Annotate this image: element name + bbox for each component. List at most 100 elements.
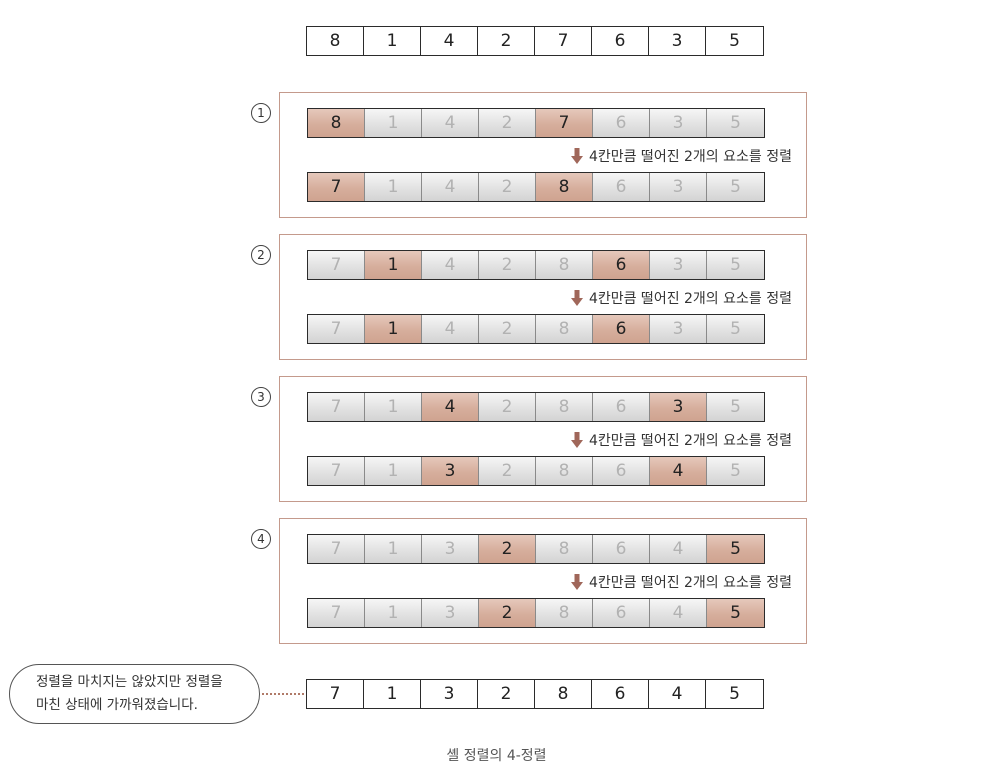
array-cell: 5 bbox=[707, 173, 764, 201]
array-cell: 7 bbox=[308, 457, 365, 485]
down-arrow-icon bbox=[570, 574, 583, 590]
array-cell: 8 bbox=[536, 315, 593, 343]
array-cell: 5 bbox=[706, 680, 763, 708]
array-cell: 7 bbox=[308, 315, 365, 343]
array-cell: 7 bbox=[536, 109, 593, 137]
step-label-1: 1 bbox=[251, 103, 271, 123]
array-cell: 2 bbox=[479, 457, 536, 485]
array-cell: 4 bbox=[422, 315, 479, 343]
array-cell: 1 bbox=[365, 251, 422, 279]
figure-caption: 셸 정렬의 4-정렬 bbox=[446, 748, 547, 764]
callout-connector bbox=[262, 693, 304, 695]
array-cell: 5 bbox=[707, 599, 764, 627]
down-arrow-icon bbox=[570, 432, 583, 448]
array-cell: 2 bbox=[479, 173, 536, 201]
initial-array: 8 1 4 2 7 6 3 5 bbox=[306, 26, 764, 56]
array-cell: 3 bbox=[421, 680, 478, 708]
callout-line-2: 마친 상태에 가까워졌습니다. bbox=[36, 697, 198, 713]
array-cell: 6 bbox=[593, 315, 650, 343]
array-cell: 8 bbox=[536, 251, 593, 279]
array-cell: 4 bbox=[422, 109, 479, 137]
before-array: 8 1 4 2 7 6 3 5 bbox=[307, 108, 765, 138]
array-cell: 3 bbox=[650, 315, 707, 343]
final-array: 7 1 3 2 8 6 4 5 bbox=[306, 679, 764, 709]
callout-line-1: 정렬을 마치지는 않았지만 정렬을 bbox=[36, 674, 223, 690]
before-array: 7 1 3 2 8 6 4 5 bbox=[307, 534, 765, 564]
array-cell: 4 bbox=[421, 27, 478, 55]
step-label-3: 3 bbox=[251, 387, 271, 407]
array-cell: 6 bbox=[593, 109, 650, 137]
callout-bubble: 정렬을 마치지는 않았지만 정렬을 마친 상태에 가까워졌습니다. bbox=[9, 664, 260, 724]
array-cell: 8 bbox=[536, 535, 593, 563]
array-cell: 6 bbox=[593, 251, 650, 279]
array-cell: 8 bbox=[536, 393, 593, 421]
array-cell: 3 bbox=[422, 457, 479, 485]
array-cell: 7 bbox=[308, 251, 365, 279]
array-cell: 8 bbox=[307, 27, 364, 55]
array-cell: 5 bbox=[707, 457, 764, 485]
note-text: 4칸만큼 떨어진 2개의 요소를 정렬 bbox=[588, 575, 792, 591]
array-cell: 6 bbox=[593, 599, 650, 627]
array-cell: 2 bbox=[479, 315, 536, 343]
array-cell: 7 bbox=[535, 27, 592, 55]
down-arrow-icon bbox=[570, 148, 583, 164]
array-cell: 7 bbox=[308, 393, 365, 421]
array-cell: 5 bbox=[706, 27, 763, 55]
array-cell: 5 bbox=[707, 535, 764, 563]
array-cell: 6 bbox=[593, 393, 650, 421]
array-cell: 7 bbox=[308, 599, 365, 627]
note-text: 4칸만큼 떨어진 2개의 요소를 정렬 bbox=[588, 149, 792, 165]
array-cell: 5 bbox=[707, 251, 764, 279]
array-cell: 7 bbox=[308, 173, 365, 201]
array-cell: 4 bbox=[650, 535, 707, 563]
array-cell: 2 bbox=[479, 535, 536, 563]
array-cell: 8 bbox=[536, 457, 593, 485]
array-cell: 3 bbox=[650, 173, 707, 201]
array-cell: 1 bbox=[364, 27, 421, 55]
array-cell: 2 bbox=[479, 251, 536, 279]
down-arrow-icon bbox=[570, 290, 583, 306]
step-box-3: 7 1 4 2 8 6 3 5 4칸만큼 떨어진 2개의 요소를 정렬 7 1 … bbox=[279, 376, 807, 502]
step-note: 4칸만큼 떨어진 2개의 요소를 정렬 bbox=[570, 146, 792, 166]
array-cell: 1 bbox=[365, 173, 422, 201]
array-cell: 2 bbox=[479, 109, 536, 137]
array-cell: 1 bbox=[364, 680, 421, 708]
array-cell: 8 bbox=[535, 680, 592, 708]
array-cell: 4 bbox=[422, 173, 479, 201]
step-box-2: 7 1 4 2 8 6 3 5 4칸만큼 떨어진 2개의 요소를 정렬 7 1 … bbox=[279, 234, 807, 360]
array-cell: 2 bbox=[479, 393, 536, 421]
step-note: 4칸만큼 떨어진 2개의 요소를 정렬 bbox=[570, 430, 792, 450]
step-box-1: 8 1 4 2 7 6 3 5 4칸만큼 떨어진 2개의 요소를 정렬 7 1 … bbox=[279, 92, 807, 218]
array-cell: 1 bbox=[365, 457, 422, 485]
step-box-4: 7 1 3 2 8 6 4 5 4칸만큼 떨어진 2개의 요소를 정렬 7 1 … bbox=[279, 518, 807, 644]
array-cell: 6 bbox=[593, 457, 650, 485]
step-label-2: 2 bbox=[251, 245, 271, 265]
array-cell: 3 bbox=[422, 535, 479, 563]
note-text: 4칸만큼 떨어진 2개의 요소를 정렬 bbox=[588, 291, 792, 307]
array-cell: 1 bbox=[365, 393, 422, 421]
array-cell: 5 bbox=[707, 109, 764, 137]
step-note: 4칸만큼 떨어진 2개의 요소를 정렬 bbox=[570, 288, 792, 308]
array-cell: 4 bbox=[650, 457, 707, 485]
array-cell: 4 bbox=[422, 251, 479, 279]
array-cell: 3 bbox=[650, 393, 707, 421]
array-cell: 6 bbox=[592, 27, 649, 55]
array-cell: 6 bbox=[592, 680, 649, 708]
array-cell: 2 bbox=[478, 680, 535, 708]
array-cell: 1 bbox=[365, 315, 422, 343]
array-cell: 3 bbox=[649, 27, 706, 55]
before-array: 7 1 4 2 8 6 3 5 bbox=[307, 392, 765, 422]
array-cell: 5 bbox=[707, 393, 764, 421]
array-cell: 4 bbox=[650, 599, 707, 627]
array-cell: 3 bbox=[422, 599, 479, 627]
step-label-4: 4 bbox=[251, 529, 271, 549]
after-array: 7 1 4 2 8 6 3 5 bbox=[307, 172, 765, 202]
array-cell: 8 bbox=[308, 109, 365, 137]
array-cell: 2 bbox=[479, 599, 536, 627]
array-cell: 8 bbox=[536, 599, 593, 627]
array-cell: 4 bbox=[422, 393, 479, 421]
step-note: 4칸만큼 떨어진 2개의 요소를 정렬 bbox=[570, 572, 792, 592]
array-cell: 3 bbox=[650, 251, 707, 279]
array-cell: 2 bbox=[478, 27, 535, 55]
note-text: 4칸만큼 떨어진 2개의 요소를 정렬 bbox=[588, 433, 792, 449]
